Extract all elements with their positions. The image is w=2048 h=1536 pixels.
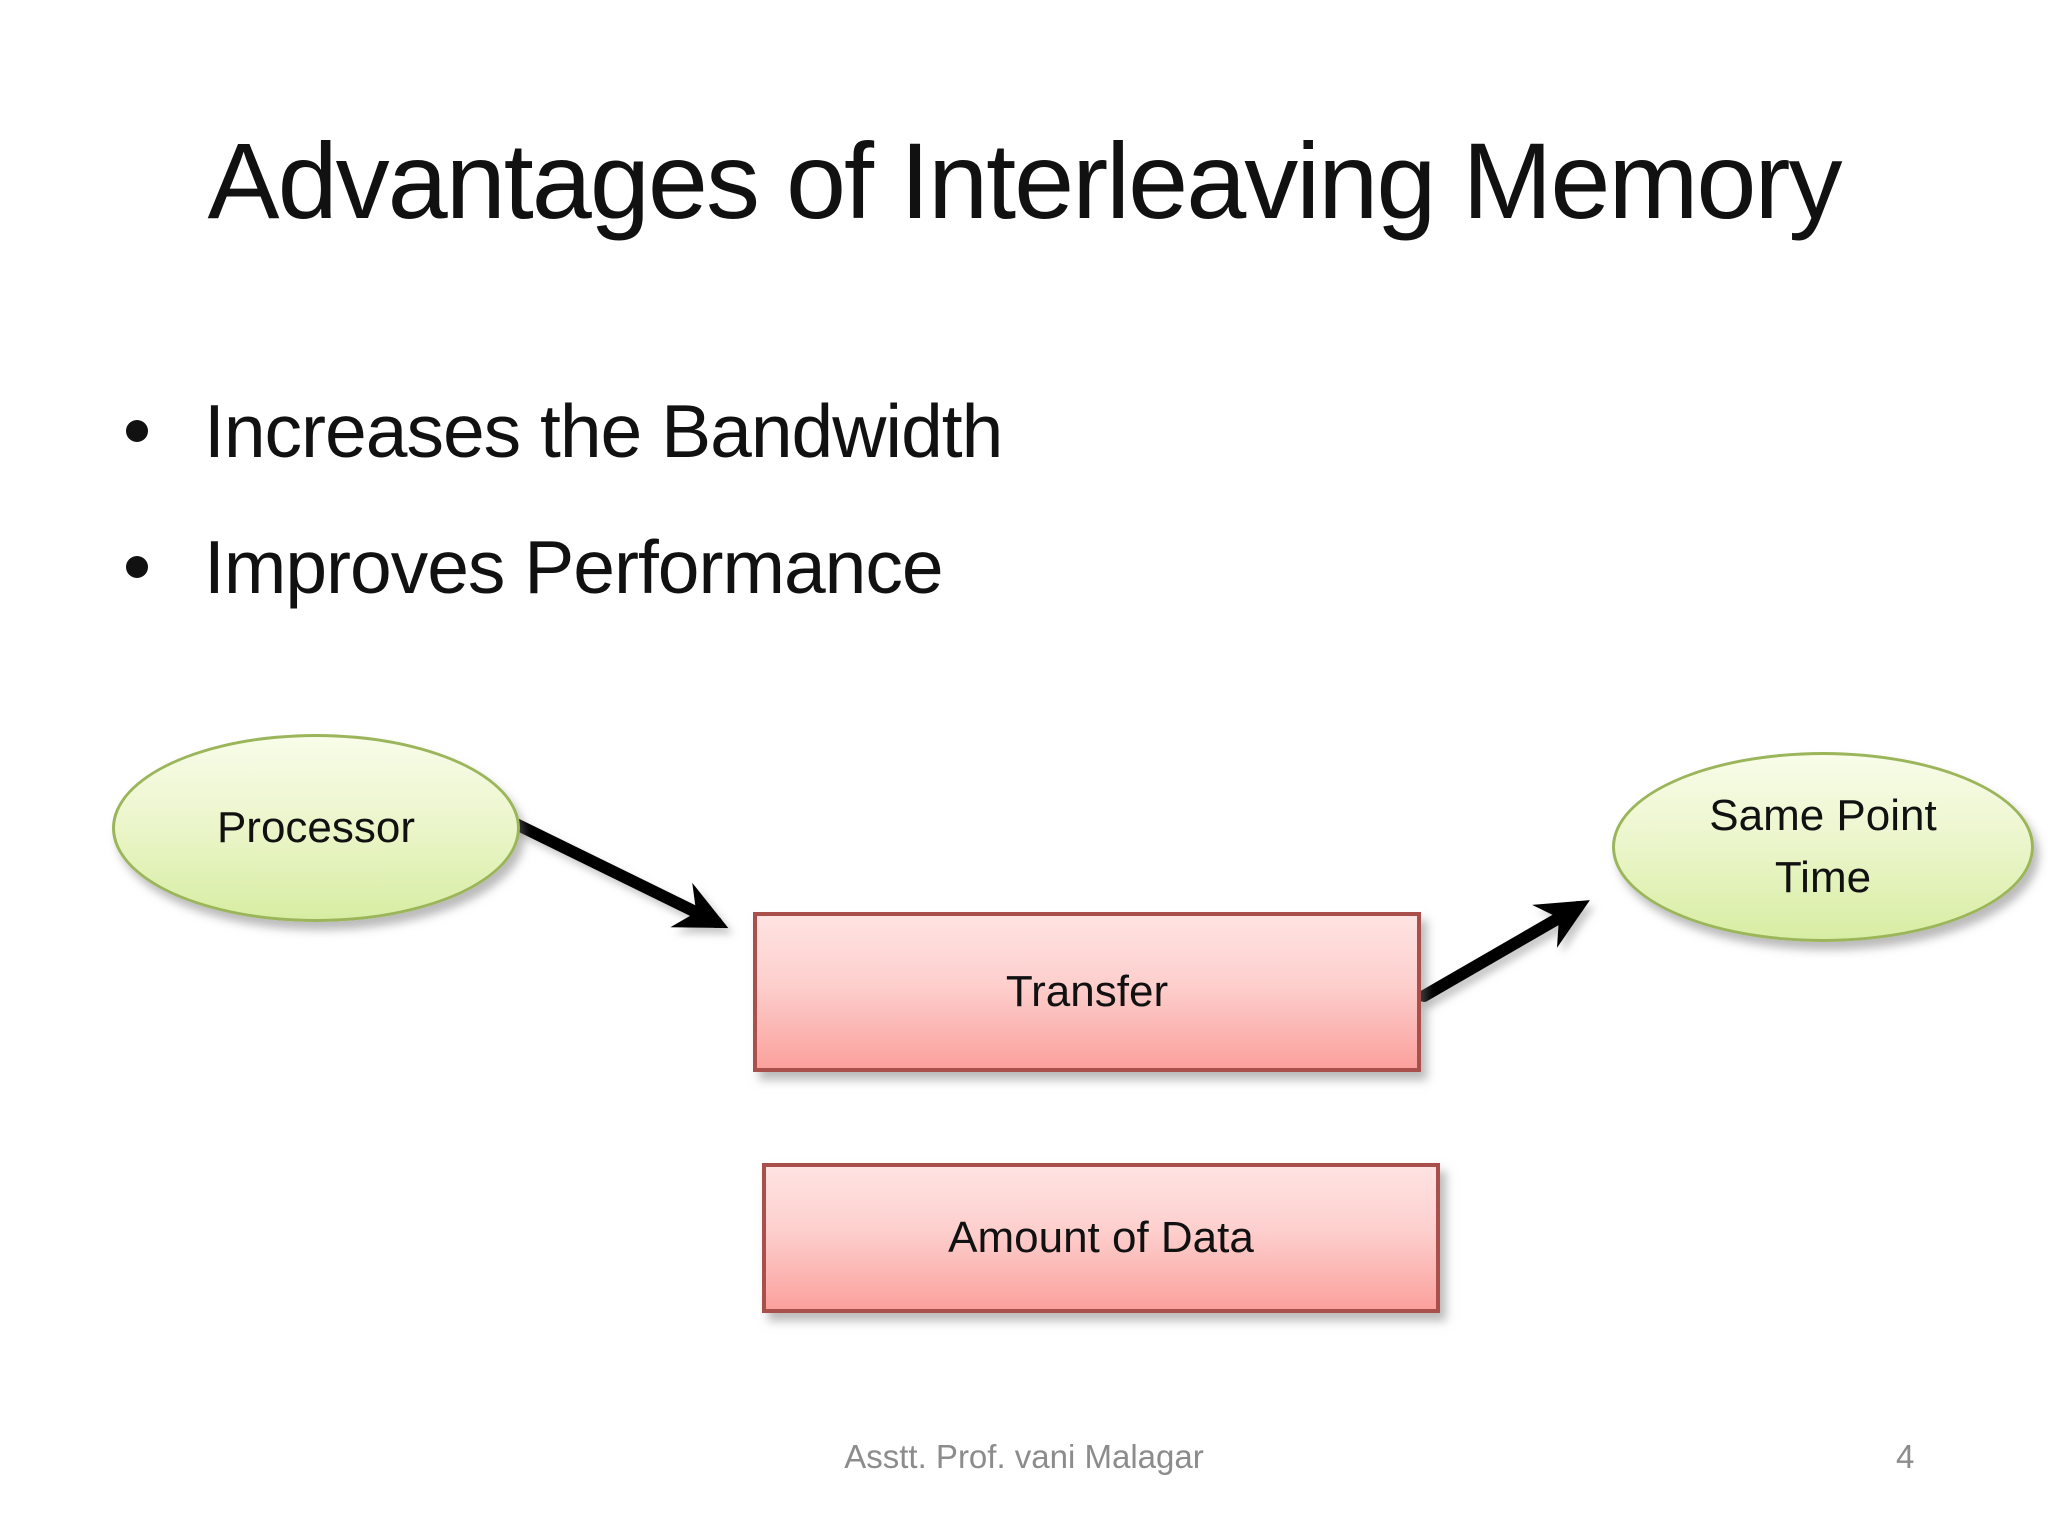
node-label-amount-of-data: Amount of Data: [948, 1212, 1254, 1262]
bullet-list: Increases the Bandwidth Improves Perform…: [126, 382, 1826, 654]
list-item: Increases the Bandwidth: [126, 382, 1826, 480]
diagram-node-transfer: Transfer: [753, 912, 1421, 1072]
node-label-transfer: Transfer: [1005, 966, 1169, 1016]
bullet-icon: [126, 556, 148, 578]
diagram-node-same-point-time: Same Point Time: [1612, 752, 2034, 942]
bullet-text-performance: Improves Performance: [204, 525, 944, 609]
page-number: 4: [1896, 1438, 1915, 1475]
bullet-icon: [126, 420, 148, 442]
page-title: Advantages of Interleaving Memory: [207, 120, 1843, 241]
arrow-processor-to-transfer: [510, 818, 729, 929]
node-label-same-point-time: Same Point Time: [1709, 790, 1937, 902]
list-item: Improves Performance: [126, 518, 1826, 616]
diagram-node-processor: Processor: [112, 734, 520, 922]
node-label-processor: Processor: [216, 802, 416, 852]
bullet-text-bandwidth: Increases the Bandwidth: [204, 389, 1003, 473]
footer-author: Asstt. Prof. vani Malagar: [844, 1438, 1204, 1475]
arrow-transfer-to-same-point-time: [1418, 900, 1590, 1002]
diagram-node-amount-of-data: Amount of Data: [762, 1163, 1440, 1313]
